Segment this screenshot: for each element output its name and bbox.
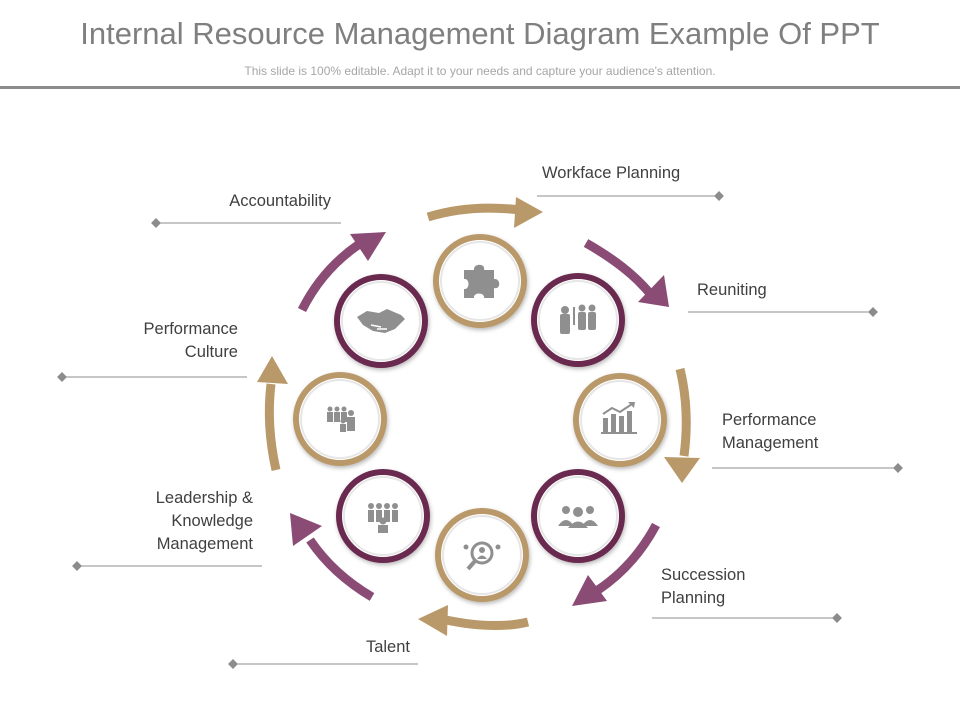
team-leader-icon xyxy=(368,503,398,533)
label-workface-planning: Workface Planning xyxy=(542,164,681,182)
node-inner-ring xyxy=(538,280,618,360)
node-inner-ring xyxy=(538,476,618,556)
label-performance-culture: Performance Culture xyxy=(143,320,238,361)
page-subtitle: This slide is 100% editable. Adapt it to… xyxy=(244,64,716,78)
node-inner-ring xyxy=(580,380,660,460)
arrow-right xyxy=(664,367,700,483)
label-leadership-knowledge-management: Leadership & Knowledge Management xyxy=(155,489,253,553)
team-presentation-icon xyxy=(560,304,596,334)
node-ring xyxy=(336,469,430,563)
arrow-left xyxy=(257,356,288,471)
node-inner-ring xyxy=(440,241,520,321)
leader-lines xyxy=(57,191,903,669)
arrow-top xyxy=(426,197,543,228)
arrow-bottom xyxy=(418,605,530,636)
node-inner-ring xyxy=(341,281,421,361)
arrow-top-left xyxy=(297,232,386,313)
node-icons xyxy=(327,264,637,571)
page-title: Internal Resource Management Diagram Exa… xyxy=(80,16,880,51)
node-search-person xyxy=(435,508,529,602)
label-accountability: Accountability xyxy=(229,192,331,210)
people-icon xyxy=(327,406,355,432)
group-icon xyxy=(558,506,598,528)
label-performance-management: Performance Management xyxy=(722,411,819,452)
search-person-icon xyxy=(463,541,501,571)
header-divider xyxy=(0,86,960,89)
node-ring xyxy=(435,508,529,602)
bar-chart-icon xyxy=(601,402,637,434)
label-reuniting: Reuniting xyxy=(697,281,767,299)
arrow-top-right xyxy=(583,239,669,307)
node-team-leader xyxy=(336,469,430,563)
handshake-icon xyxy=(357,309,405,333)
cycle-arrows xyxy=(257,197,700,636)
label-succession-planning: Succession Planning xyxy=(661,566,746,607)
node-inner-ring xyxy=(300,379,380,459)
arrow-bottom-left xyxy=(290,513,375,601)
node-inner-ring xyxy=(442,515,522,595)
puzzle-icon xyxy=(464,264,500,298)
arrow-bottom-right xyxy=(572,522,660,606)
node-inner-ring xyxy=(343,476,423,556)
label-talent: Talent xyxy=(365,638,410,656)
